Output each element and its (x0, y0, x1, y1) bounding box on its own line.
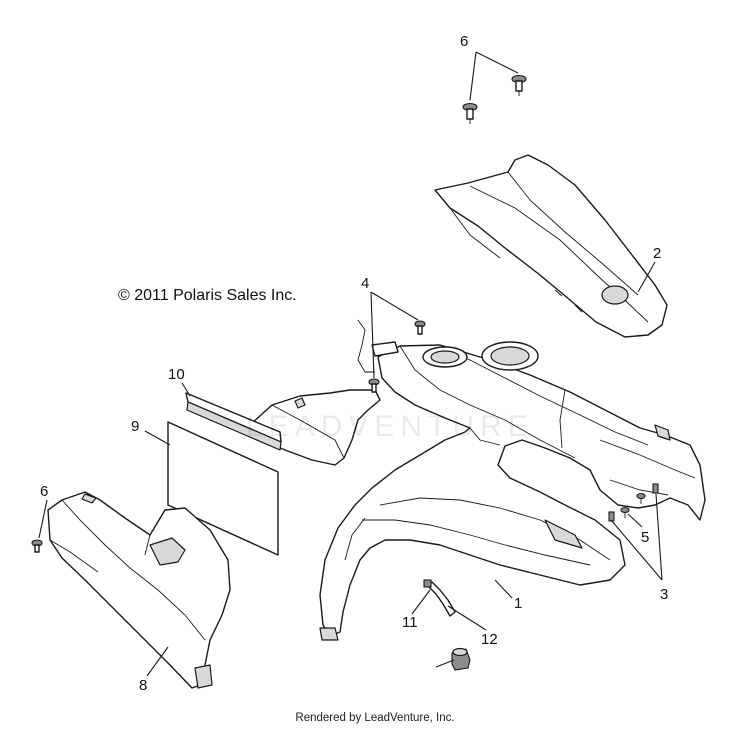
callout-labels: 6 2 4 10 9 6 5 3 1 11 12 8 (40, 33, 668, 694)
front-cab-body (319, 341, 706, 641)
left-side-panel (249, 319, 399, 466)
strap-and-clip (423, 579, 456, 617)
screw (414, 320, 426, 335)
grommet (451, 647, 471, 671)
callout-3: 3 (660, 586, 668, 603)
decal-plate (167, 421, 279, 556)
console-cover (434, 154, 668, 338)
clips (608, 483, 659, 522)
callout-4: 4 (361, 275, 369, 292)
fastener-left (31, 539, 43, 553)
callout-7: 8 (139, 677, 147, 694)
watermark-logo: LEADVENTURE (246, 410, 534, 443)
side-shield (47, 491, 231, 689)
push-fastener (511, 74, 527, 96)
callout-1: 1 (514, 595, 522, 612)
foam-strip (185, 392, 282, 451)
fastener-pair-top (462, 74, 527, 124)
callout-5: 5 (641, 529, 649, 546)
callout-6-top: 6 (460, 33, 468, 50)
callout-8: 9 (131, 418, 139, 435)
screws (368, 320, 426, 393)
screw (368, 378, 380, 393)
callout-10: 11 (402, 614, 418, 631)
callout-9: 10 (168, 366, 185, 383)
copyright-notice: © 2011 Polaris Sales Inc. (118, 287, 297, 304)
callout-11: 12 (481, 631, 498, 648)
rendered-by-footer: Rendered by LeadVenture, Inc. (295, 712, 455, 724)
callout-2: 2 (653, 245, 661, 262)
push-fastener (462, 102, 478, 124)
leader-lines (38, 51, 663, 677)
callout-6-left: 6 (40, 483, 48, 500)
